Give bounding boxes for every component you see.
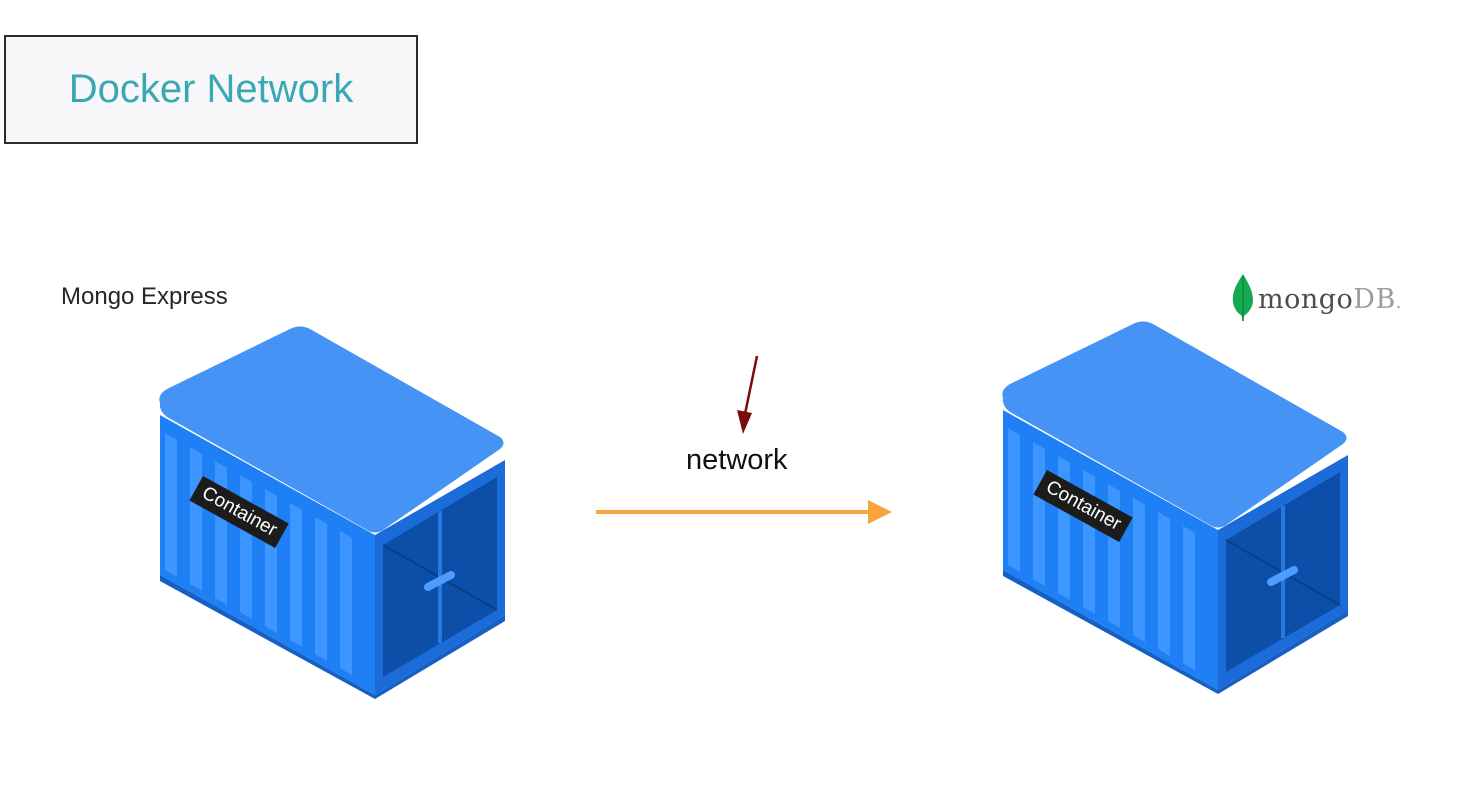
mongodb-wordmark-db: DB [1353, 284, 1396, 315]
title-box: Docker Network [4, 35, 418, 144]
mongodb-wordmark-main: mongo [1258, 284, 1354, 315]
network-arrow [596, 500, 892, 524]
mongo-express-label: Mongo Express [61, 283, 228, 310]
mongo-express-container-icon [159, 326, 505, 699]
mongodb-wordmark: mongoDB. [1258, 284, 1402, 315]
pointer-arrow [737, 355, 759, 434]
network-label: network [686, 444, 788, 476]
mongodb-logo: mongoDB. [1230, 272, 1420, 324]
mongodb-wordmark-dot: . [1395, 292, 1403, 313]
diagram-title: Docker Network [68, 67, 354, 111]
mongodb-leaf-icon [1232, 274, 1253, 321]
